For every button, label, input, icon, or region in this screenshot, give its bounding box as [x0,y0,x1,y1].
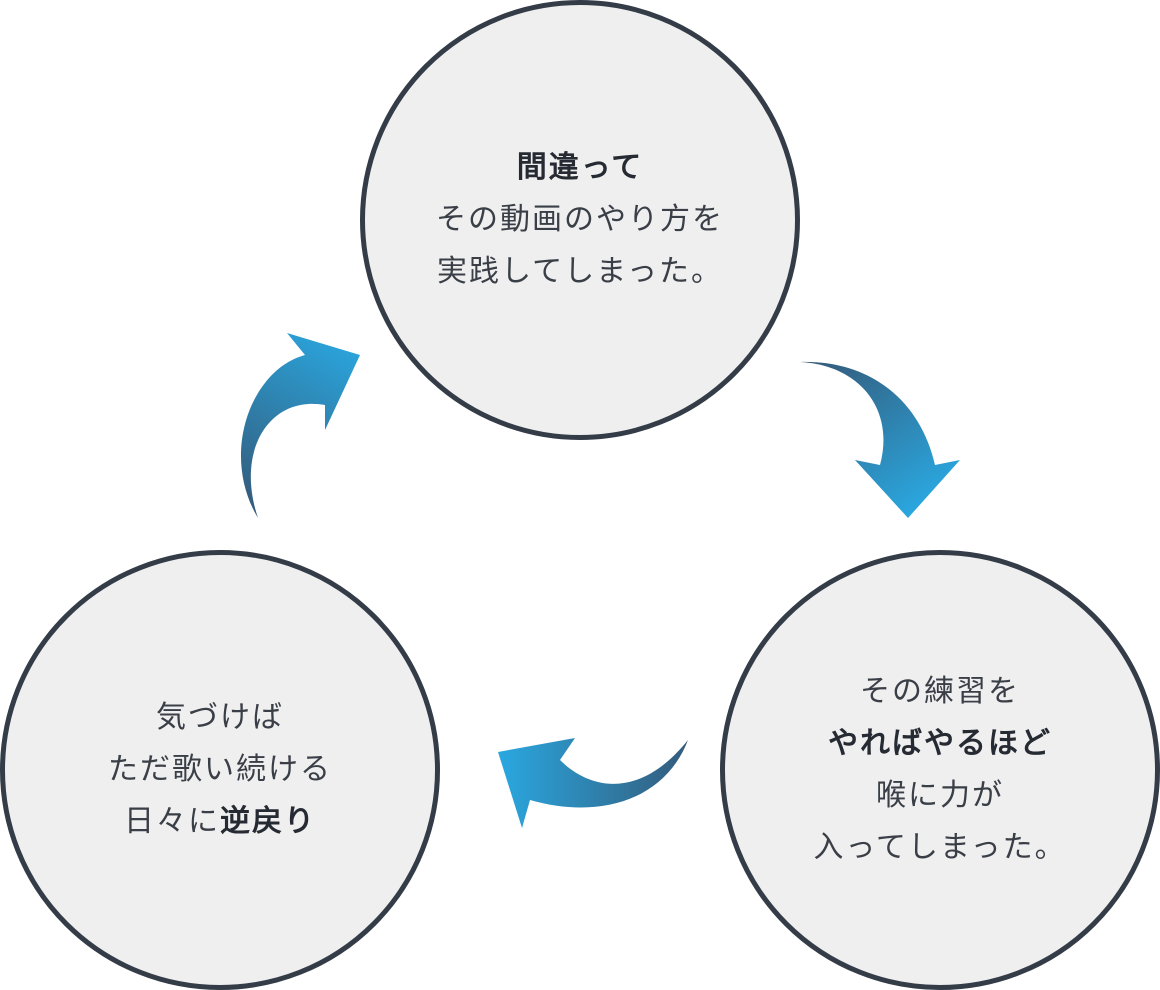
step-right-line3: 喉に力が [876,778,1004,813]
cycle-step-top: 間違って その動画のやり方を 実践してしまった。 [360,0,800,440]
cycle-step-left: 気づけば ただ歌い続ける 日々に逆戻り [0,550,440,990]
step-left-line3-prefix: 日々に [124,804,220,839]
step-left-emphasis: 逆戻り [220,804,316,839]
arrow-right-to-left [498,738,688,828]
step-top-line3: 実践してしまった。 [437,254,723,289]
arrow-top-to-right [800,361,960,518]
step-right-line4: 入ってしまった。 [813,830,1067,865]
step-top-line2: その動画のやり方を [436,202,724,237]
step-right-heading: やればやるほど [828,726,1052,761]
step-left-line2: ただ歌い続ける [108,752,332,787]
cycle-step-right: その練習を やればやるほど 喉に力が 入ってしまった。 [720,550,1160,990]
step-top-heading: 間違って [516,150,644,185]
step-left-line1: 気づけば [156,700,284,735]
step-left-line3: 日々に逆戻り [124,796,316,848]
arrow-left-to-top [240,333,360,518]
step-right-line1: その練習を [860,674,1020,709]
